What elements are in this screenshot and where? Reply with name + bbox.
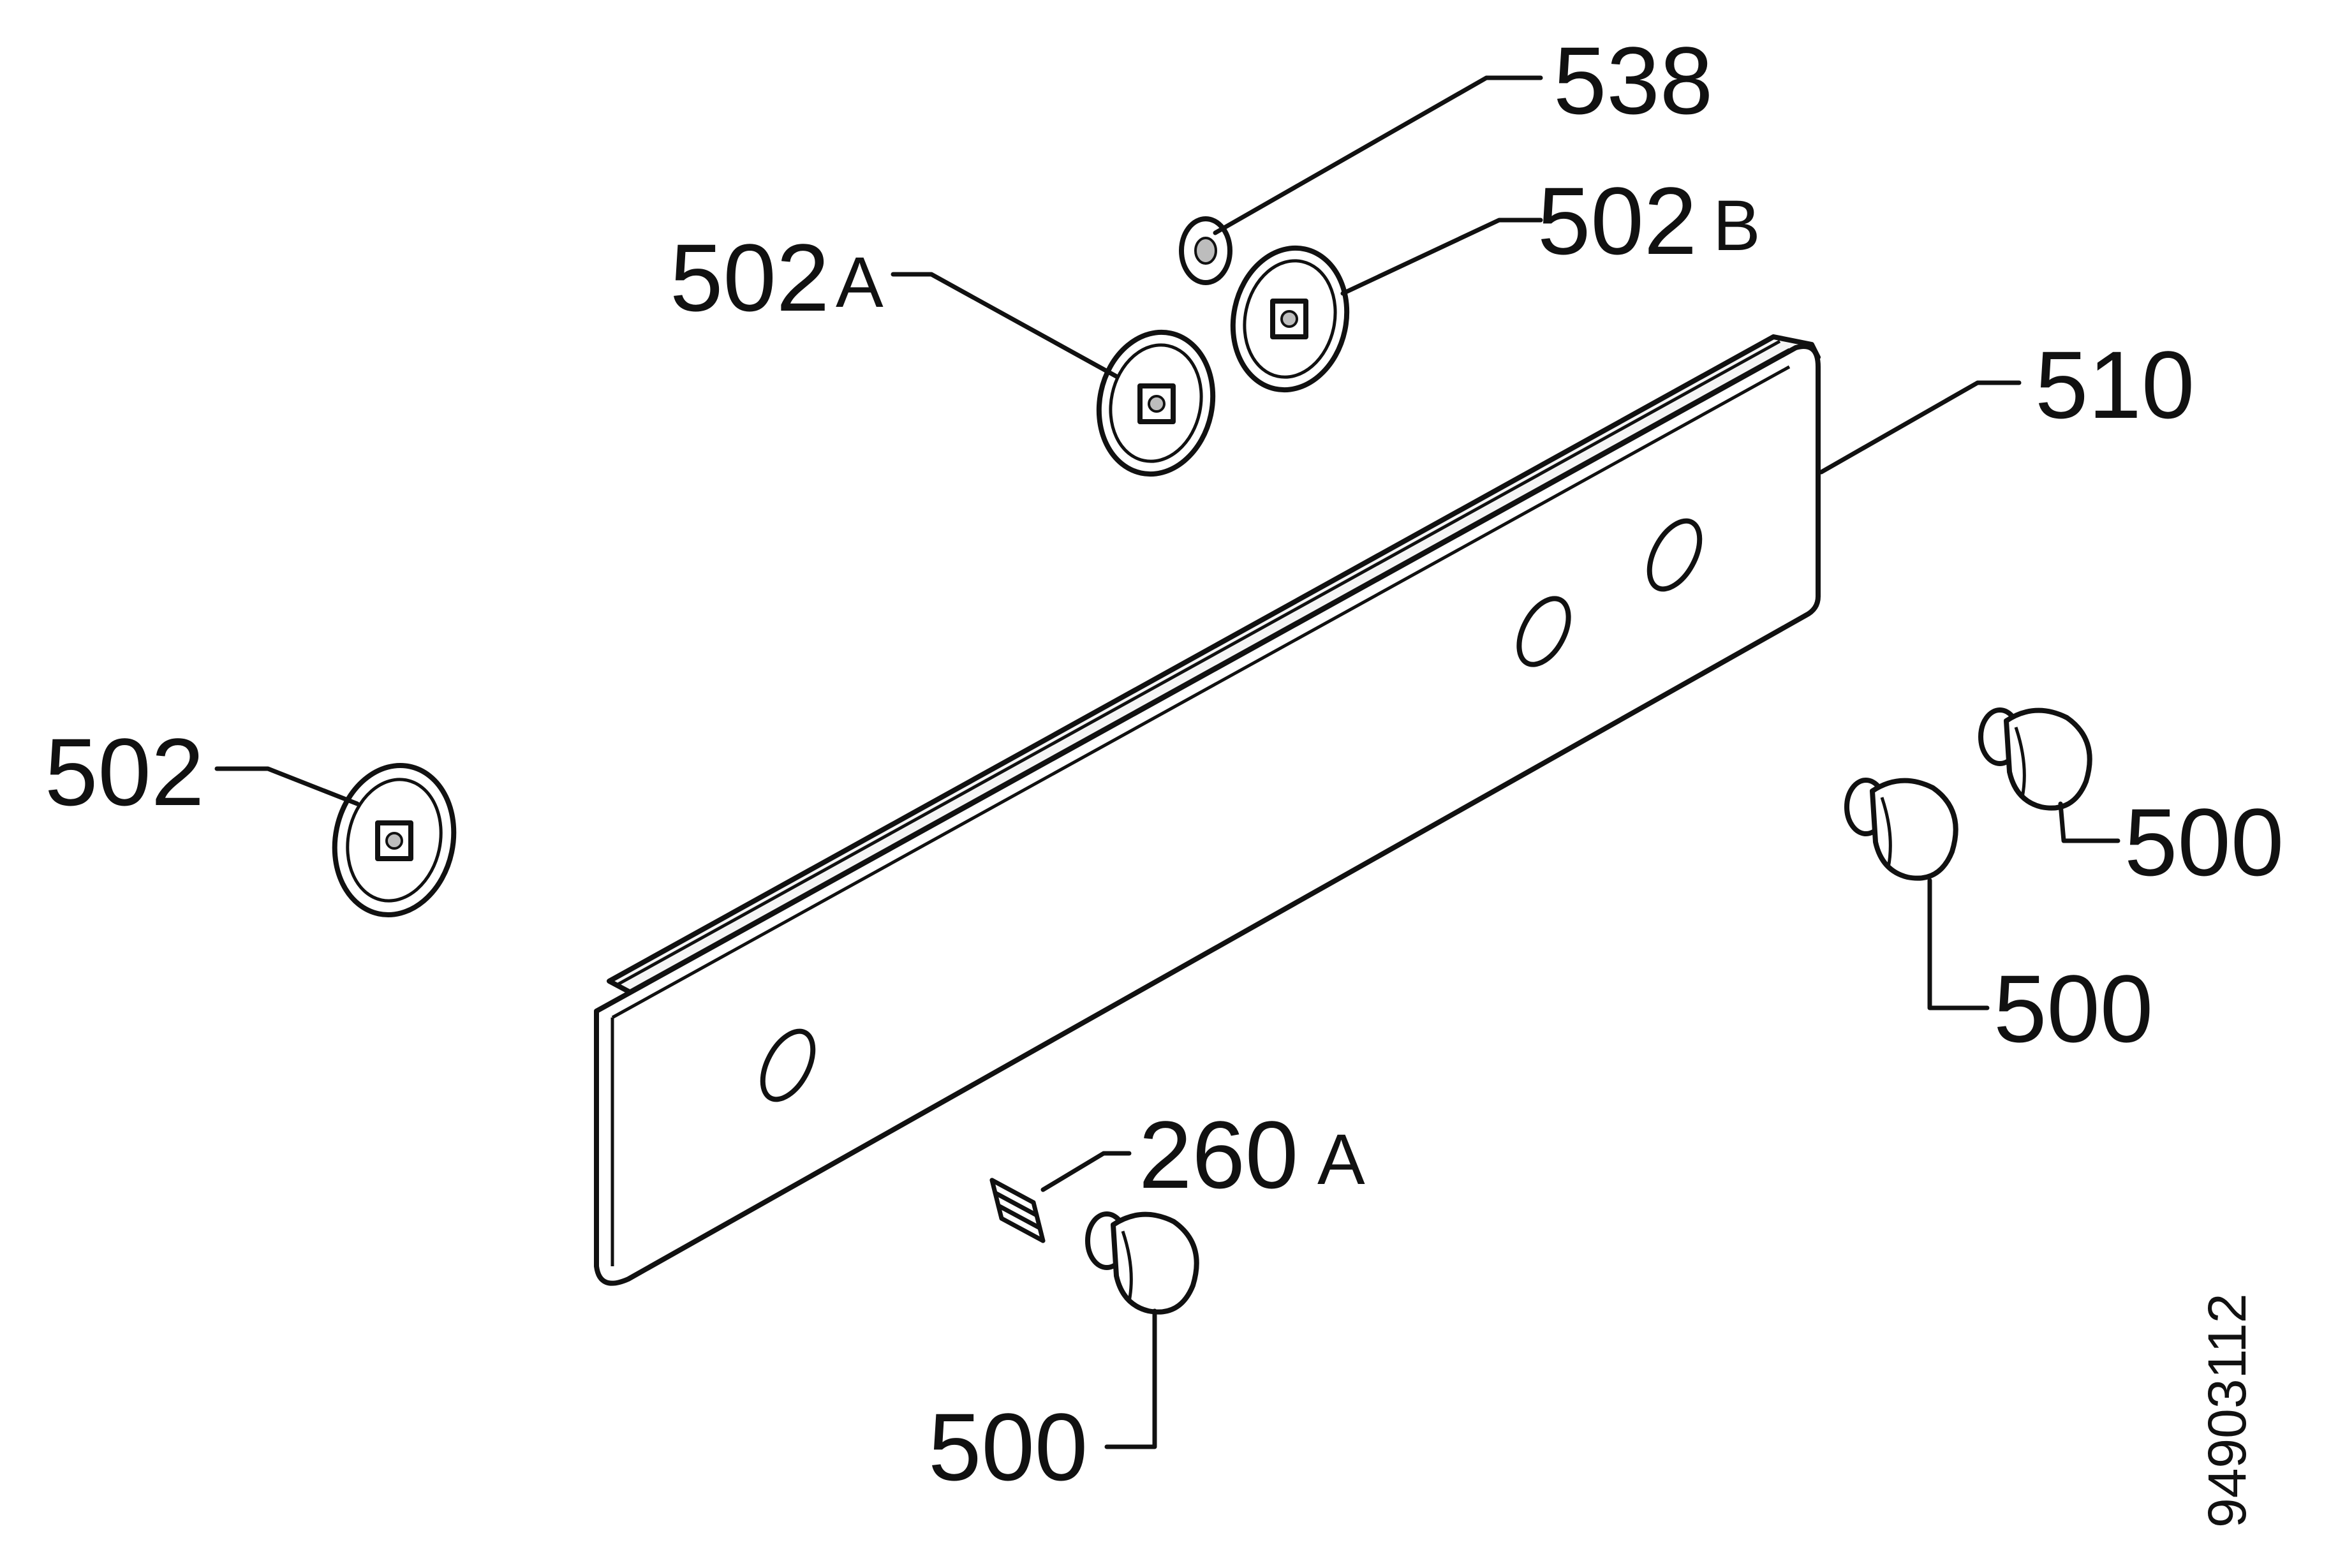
label-502b: 502 bbox=[1537, 167, 1697, 274]
label-500-bottom: 500 bbox=[928, 1393, 1088, 1500]
drawing-code: 94903112 bbox=[2197, 1294, 2257, 1528]
leader-lines bbox=[214, 75, 2120, 1449]
part-538-cap bbox=[1179, 216, 1232, 285]
part-500-knob-bottom bbox=[1085, 1211, 1199, 1315]
leader-502a bbox=[891, 272, 1119, 379]
leader-538 bbox=[1213, 75, 1543, 235]
panel-hole-3 bbox=[1647, 518, 1703, 592]
control-panel-510 bbox=[594, 334, 1821, 1286]
leader-500-r2 bbox=[1927, 878, 1990, 1010]
label-260a: 260 bbox=[1139, 1101, 1298, 1208]
panel-hole-1 bbox=[760, 1028, 816, 1102]
label-510: 510 bbox=[2035, 331, 2194, 438]
panel-hole-2 bbox=[1516, 596, 1571, 667]
part-502-disc bbox=[332, 763, 457, 917]
label-500-r2: 500 bbox=[1994, 955, 2153, 1062]
leader-500-r1 bbox=[2058, 801, 2120, 843]
label-538: 538 bbox=[1553, 27, 1713, 134]
leader-500-bottom bbox=[1104, 1308, 1157, 1449]
leader-502 bbox=[214, 766, 360, 806]
label-260a-suffix: A bbox=[1317, 1120, 1365, 1199]
leader-510 bbox=[1819, 380, 2022, 475]
part-502b-disc bbox=[1230, 245, 1350, 393]
part-500-knob-right-upper bbox=[1978, 707, 2092, 811]
part-labels: 538 502 B 502 A 510 502 500 500 260 A 50… bbox=[45, 27, 2284, 1528]
label-502b-suffix: B bbox=[1713, 186, 1761, 265]
part-502a-disc bbox=[1096, 329, 1216, 477]
label-502a-suffix: A bbox=[836, 242, 884, 322]
label-502a: 502 bbox=[670, 224, 829, 331]
part-500-knob-right-lower bbox=[1844, 778, 1958, 881]
leader-260a bbox=[1040, 1151, 1132, 1192]
leader-502b bbox=[1340, 218, 1543, 296]
label-502: 502 bbox=[45, 718, 204, 825]
label-500-r1: 500 bbox=[2124, 788, 2284, 896]
part-260a-spring bbox=[989, 1178, 1046, 1243]
